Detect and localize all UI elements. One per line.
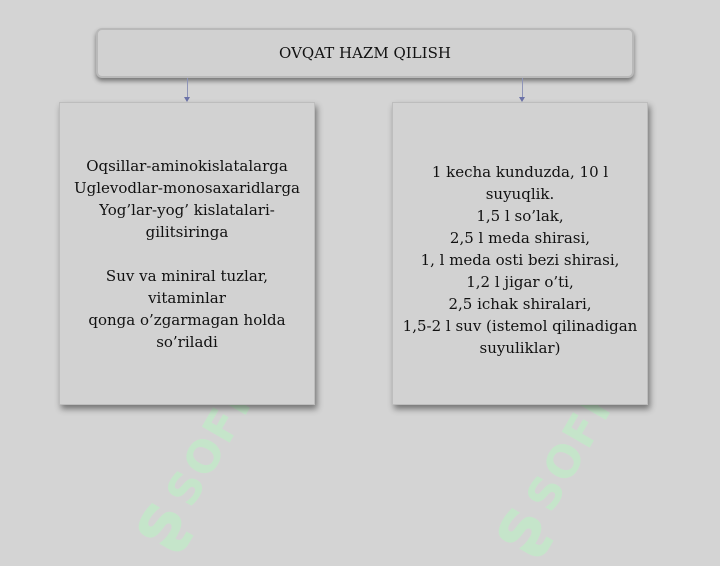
- right-line: 2,5 l meda shirasi,: [449, 229, 591, 247]
- left-line: gilitsiringa: [145, 222, 229, 241]
- right-panel: 1 kecha kunduzda, 10 l suyuqlik. 1,5 l s…: [392, 102, 648, 405]
- left-line: so’riladi: [156, 332, 218, 351]
- right-line: 1,5 l so’lak,: [476, 207, 564, 225]
- left-line: Suv va miniral tuzlar, vitaminlar: [105, 266, 269, 307]
- right-line: 2,5 ichak shiralari,: [448, 295, 592, 313]
- left-panel: Oqsillar-aminokislatalarga Uglevodlar-mo…: [59, 102, 315, 405]
- right-line: 1,5-2 l suv (istemol qilinadigan: [402, 317, 638, 335]
- connector-left: [187, 78, 188, 98]
- left-line: Uglevodlar-monosaxaridlarga: [73, 178, 301, 197]
- left-line: qonga o’zgarmagan holda: [88, 310, 286, 329]
- right-line: suyuliklar): [479, 339, 561, 357]
- arrow-left-icon: [184, 97, 190, 102]
- right-line: 1,2 l jigar o’ti,: [466, 273, 574, 291]
- connector-right: [522, 78, 523, 98]
- arrow-right-icon: [519, 97, 525, 102]
- left-line: Yog’lar-yog’ kislatalari-: [99, 200, 275, 219]
- diagram-title: OVQAT HAZM QILISH: [279, 44, 451, 62]
- right-line: 1, l meda osti bezi shirasi,: [420, 251, 620, 269]
- left-line: Oqsillar-aminokislatalarga: [86, 156, 288, 175]
- title-box: OVQAT HAZM QILISH: [96, 28, 634, 78]
- right-line: 1 kecha kunduzda, 10 l suyuqlik.: [431, 163, 609, 203]
